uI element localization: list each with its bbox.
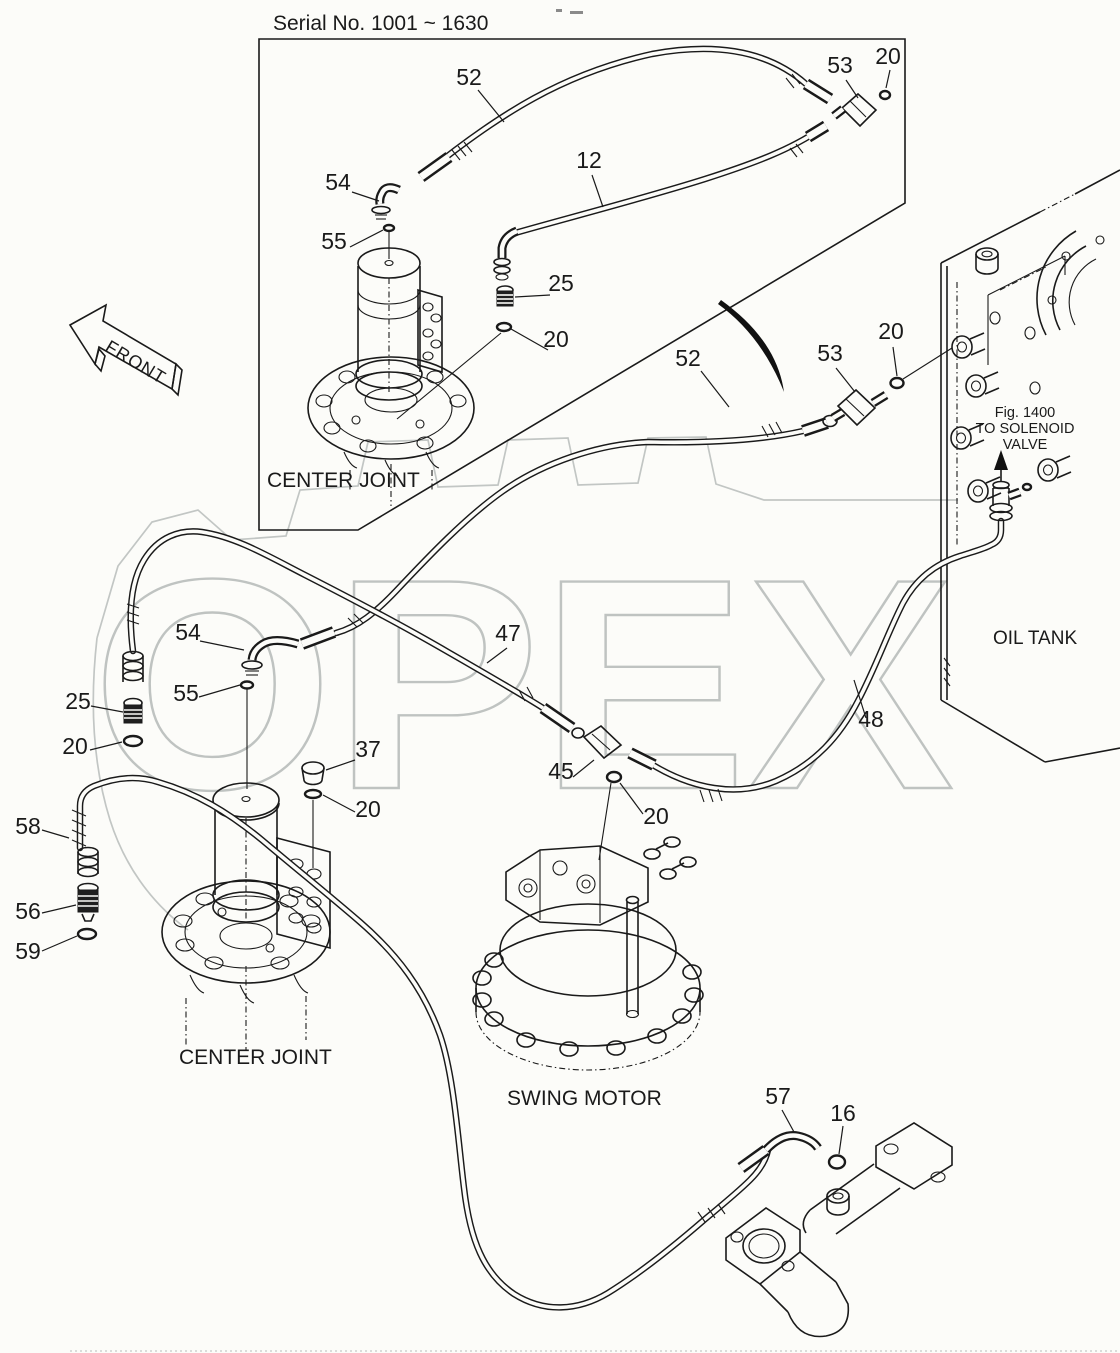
braid-texture [697,1203,726,1223]
oring-55-inset [382,223,396,233]
serial-number-label: Serial No. 1001 ~ 1630 [273,12,488,35]
fig-ref-line2: TO SOLENOID [976,421,1075,437]
fitting-53-inset [831,89,892,128]
braid-texture [126,603,140,625]
return-pipe-body-drawing [725,1122,953,1338]
braid-texture [699,788,723,803]
part-label-47: 47 [495,620,521,646]
part-label-20-inset-top: 20 [875,43,901,69]
text-layer: Serial No. 1001 ~ 1630 52 53 20 12 54 55… [15,12,1077,1126]
hose-52-main [332,417,829,637]
center-joint-lower-drawing [161,782,331,1050]
watermark-text: OPEX [92,516,956,852]
routing-swoosh [718,300,784,392]
front-arrow-label: FRONT [102,336,170,388]
part-label-54-main: 54 [175,619,201,645]
hose-47 [122,528,576,748]
opex-watermark: OPEX [91,436,958,931]
hose-48 [627,450,1033,803]
oring-20-inset [878,89,892,101]
braid-texture [785,73,801,89]
center-joint-upper-drawing [307,247,475,506]
part-label-37: 37 [355,736,381,762]
inset-box [258,38,906,531]
braid-texture [347,613,364,628]
hose-12-inset [493,120,830,281]
part-label-25-inset: 25 [548,270,574,296]
part-label-56: 56 [15,898,41,924]
part-label-48: 48 [858,706,884,732]
gear-outline-top [96,436,958,639]
oil-tank-drawing [940,169,1120,763]
fig-ref-line3: VALVE [1003,437,1048,453]
braid-texture [518,686,534,702]
gear-outline-left [92,637,189,931]
part-label-53-inset: 53 [827,52,853,78]
elbow-54-inset [371,183,401,259]
oring-20-below-45 [605,770,623,784]
oring-55-main [239,680,255,690]
part-label-16: 16 [830,1100,856,1126]
part-label-12: 12 [576,147,602,173]
part-label-20-main-tank: 20 [878,318,904,344]
plug-37 [301,761,325,868]
part-label-52-main: 52 [675,345,701,371]
fitting-45 [571,724,623,861]
flow-arrow-up [994,450,1008,470]
hose-52-inset [417,45,834,182]
part-label-20-main-left: 20 [62,733,88,759]
part-label-25-main: 25 [65,688,91,714]
swing-motor-bolts [472,952,704,1057]
part-label-53-main: 53 [817,340,843,366]
oring-20-main-left [122,734,144,748]
part-label-59: 59 [15,938,41,964]
part-label-52-inset: 52 [456,64,482,90]
braid-texture [451,141,473,161]
part-label-20-below-45: 20 [643,803,669,829]
braid-texture [761,421,783,438]
part-label-55-inset: 55 [321,228,347,254]
part-label-20-below-37: 20 [355,796,381,822]
braid-texture [789,143,804,158]
part-label-58: 58 [15,813,41,839]
swing-motor-drawing [472,836,704,1071]
elbow-54-main [239,626,337,789]
part-label-54-inset: 54 [325,169,351,195]
part-label-57: 57 [765,1083,791,1109]
oring-59 [76,927,98,941]
inset-border [258,38,906,531]
caption-center-joint-upper: CENTER JOINT [267,469,420,492]
tank-bosses [950,332,1072,503]
scan-artifact [556,9,583,14]
leader-lines [41,69,898,1155]
caption-oil-tank: OIL TANK [993,628,1077,649]
fitting-53-main [822,347,953,428]
caption-swing-motor: SWING MOTOR [507,1087,662,1110]
fitting-25-inset [396,285,514,420]
hose-58 [71,774,847,1311]
fig-ref-line1: Fig. 1400 [995,405,1055,421]
part-label-20-inset-mid: 20 [543,326,569,352]
caption-center-joint-lower: CENTER JOINT [179,1046,332,1069]
part-label-45: 45 [548,758,574,784]
front-direction-arrow: FRONT [68,303,183,397]
oring-20-below-37 [303,788,323,800]
oring-16 [827,1154,847,1170]
part-label-55-main: 55 [173,680,199,706]
braid-texture [71,809,87,847]
hatch-ticks [943,657,951,687]
oring-20-inset-mid [495,321,513,333]
oring-20-main-tank [889,376,905,390]
